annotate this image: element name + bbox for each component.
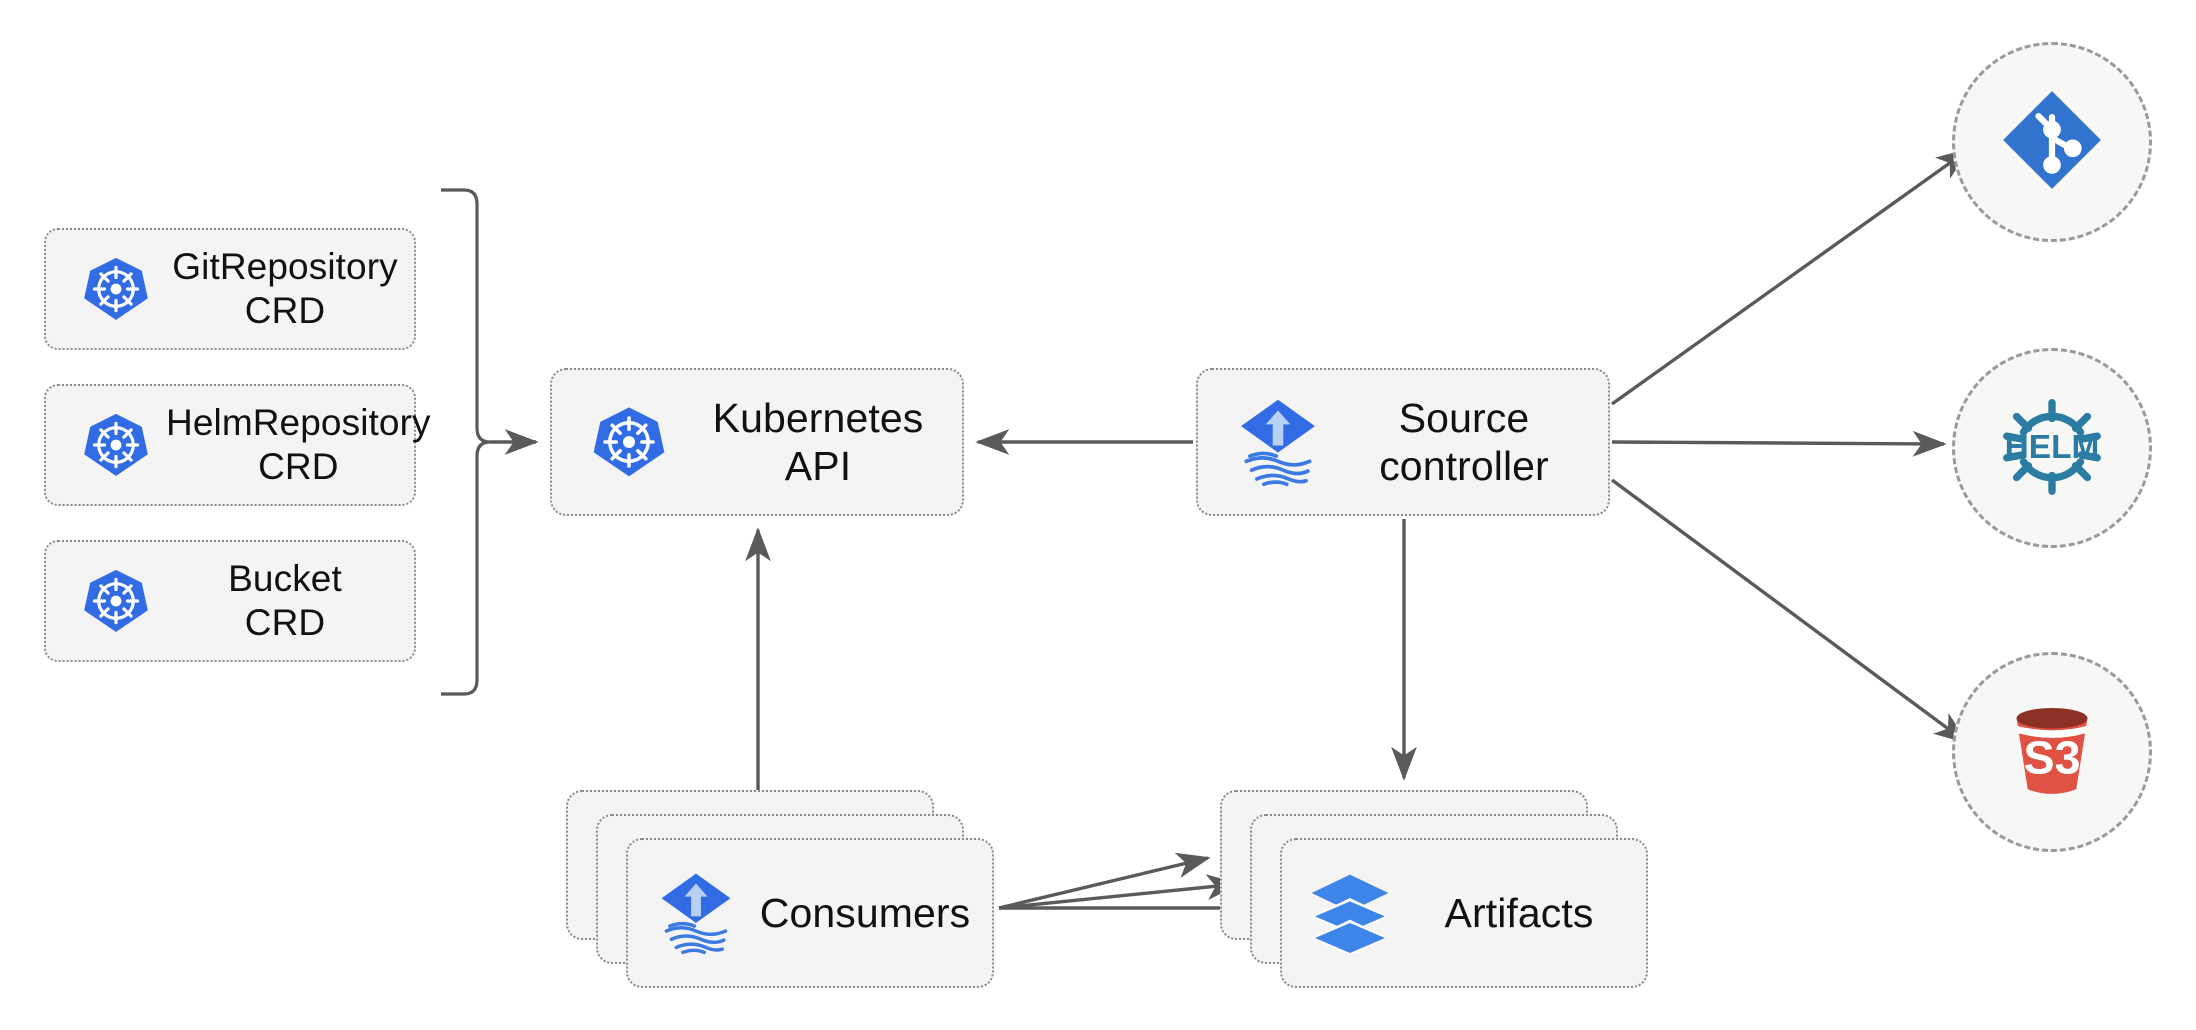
node-label: Artifacts: [1444, 889, 1594, 936]
node-git-source[interactable]: [1952, 42, 2152, 242]
node-s3-source[interactable]: S3: [1952, 652, 2152, 852]
node-label: Bucket CRD: [228, 558, 342, 643]
node-artifacts-stack[interactable]: Artifacts: [1220, 790, 1650, 988]
helm-label: HELM: [2005, 428, 2100, 465]
git-icon: [2000, 88, 2104, 197]
helm-icon: HELM: [1993, 387, 2111, 510]
layers-icon: [1282, 873, 1400, 953]
node-label: GitRepository CRD: [172, 246, 398, 331]
node-bucket-crd[interactable]: Bucket CRD: [44, 540, 416, 662]
edge-source-to-git: [1611, 148, 1971, 406]
node-label: Source controller: [1379, 394, 1549, 489]
kubernetes-icon: [46, 409, 166, 481]
edge-source-to-helm: [1611, 430, 1947, 457]
kubernetes-icon: [46, 565, 166, 637]
edge-consumers-to-artifacts-1: [998, 852, 1211, 910]
node-label: Kubernetes API: [712, 394, 924, 489]
s3-bucket-icon: S3: [1996, 694, 2108, 811]
crd-group-bracket: [441, 188, 491, 696]
flux-icon: [1198, 396, 1330, 488]
node-consumers-stack[interactable]: Consumers: [566, 790, 996, 988]
flux-icon: [628, 870, 746, 956]
node-label: HelmRepository CRD: [166, 402, 431, 487]
kubernetes-icon: [46, 253, 166, 325]
edge-source-to-s3: [1610, 478, 1969, 744]
node-label: Consumers: [759, 889, 971, 936]
edge-consumers-to-artifacts-2: [998, 874, 1241, 910]
node-source-controller[interactable]: Source controller: [1196, 368, 1610, 516]
node-helm-source[interactable]: HELM: [1952, 348, 2152, 548]
s3-label: S3: [2023, 731, 2080, 783]
node-helmrepository-crd[interactable]: HelmRepository CRD: [44, 384, 430, 506]
node-kubernetes-api[interactable]: Kubernetes API: [550, 368, 964, 516]
stack-card-front[interactable]: Artifacts: [1280, 838, 1648, 988]
stack-card-front[interactable]: Consumers: [626, 838, 994, 988]
kubernetes-icon: [552, 402, 684, 482]
node-gitrepository-crd[interactable]: GitRepository CRD: [44, 228, 416, 350]
